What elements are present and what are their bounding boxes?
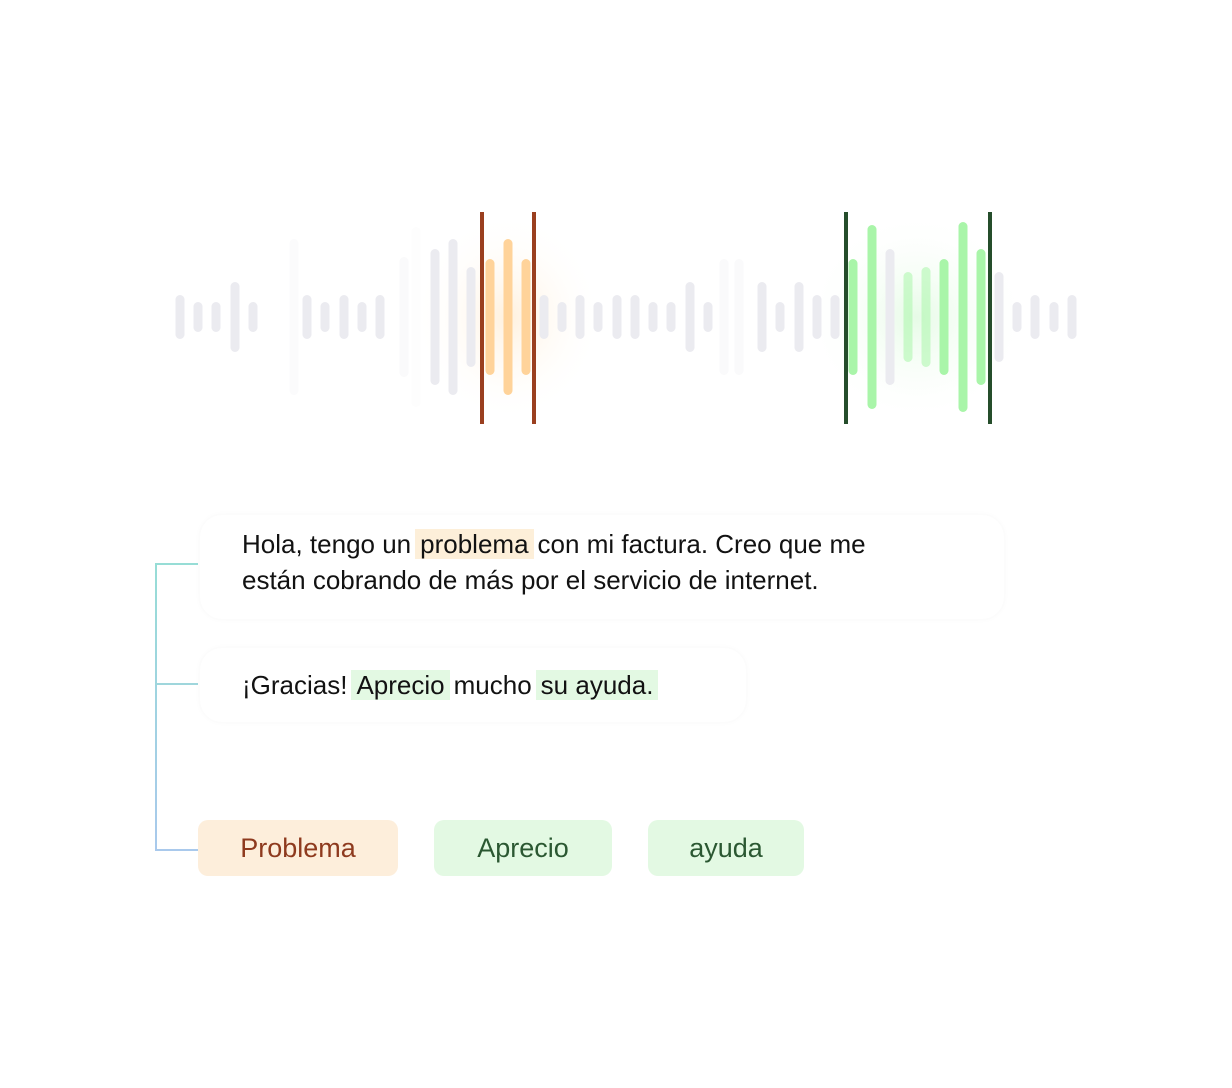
waveform-bar [648, 302, 658, 332]
waveform-bar [612, 295, 622, 339]
waveform-bar [719, 259, 729, 375]
message-1-text-start: Hola, tengo un [242, 529, 412, 559]
waveform-bar [375, 295, 385, 339]
waveform-bar [830, 295, 840, 339]
waveform-bar [685, 282, 695, 352]
waveform-bar [399, 257, 409, 377]
waveform-bar [976, 249, 986, 385]
waveform-bar [175, 295, 185, 339]
segment-marker-orange-start [480, 212, 484, 424]
waveform-bar [867, 225, 877, 409]
keyword-tag-problema[interactable]: Problema [198, 820, 398, 876]
segment-marker-orange-end [532, 212, 536, 424]
waveform-bar [193, 302, 203, 332]
waveform-bar [320, 302, 330, 332]
waveform-bar [539, 295, 549, 339]
waveform-bar [575, 295, 585, 339]
waveform-bar [411, 227, 421, 407]
waveform-bar [794, 282, 804, 352]
waveform-bar [958, 222, 968, 412]
waveform-bar [903, 272, 913, 362]
waveform-bar [812, 295, 822, 339]
waveform-bar [630, 295, 640, 339]
connector-vertical-line [155, 563, 157, 851]
connector-branch-2 [155, 683, 198, 685]
waveform-bar [939, 259, 949, 375]
green-glow [807, 212, 1027, 422]
waveform-bar [593, 302, 603, 332]
waveform-bar [466, 267, 476, 367]
waveform-bar [248, 302, 258, 332]
waveform-bar [430, 249, 440, 385]
keyword-tag-aprecio[interactable]: Aprecio [434, 820, 612, 876]
waveform-bar [357, 302, 367, 332]
keyword-tag-ayuda[interactable]: ayuda [648, 820, 804, 876]
segment-marker-green-end [988, 212, 992, 424]
message-1-line-2: están cobrando de más por el servicio de… [242, 565, 819, 595]
message-2-text-mid: mucho [453, 670, 532, 700]
waveform-bar [734, 259, 744, 375]
waveform-bar [339, 295, 349, 339]
waveform-bar [885, 249, 895, 385]
waveform-bar [994, 272, 1004, 362]
waveform-bar [302, 295, 312, 339]
waveform-bar [757, 282, 767, 352]
connector-branch-3 [155, 849, 198, 851]
waveform-bar [485, 259, 495, 375]
waveform-bar [703, 302, 713, 332]
message-2-text-start: ¡Gracias! [242, 670, 348, 700]
keyword-highlight-aprecio: Aprecio [351, 670, 450, 700]
waveform-bar [775, 302, 785, 332]
connector-branch-1 [155, 563, 198, 565]
waveform-bar [557, 302, 567, 332]
waveform-bar [666, 302, 676, 332]
keyword-highlight-problema: problema [415, 529, 534, 559]
waveform-bar [230, 282, 240, 352]
segment-marker-green-start [844, 212, 848, 424]
waveform-bar [1067, 295, 1077, 339]
waveform-bar [848, 259, 858, 375]
waveform-bar [521, 259, 531, 375]
waveform-bar [921, 267, 931, 367]
message-1-text-end: con mi factura. Creo que me [537, 529, 866, 559]
waveform-bar [1012, 302, 1022, 332]
audio-waveform [175, 212, 1077, 424]
waveform-bar [1049, 302, 1059, 332]
keyword-highlight-su-ayuda: su ayuda. [535, 670, 659, 700]
waveform-bar [448, 239, 458, 395]
waveform-bar [211, 302, 221, 332]
waveform-bar [289, 239, 299, 395]
waveform-bar [503, 239, 513, 395]
waveform-bar [1030, 295, 1040, 339]
